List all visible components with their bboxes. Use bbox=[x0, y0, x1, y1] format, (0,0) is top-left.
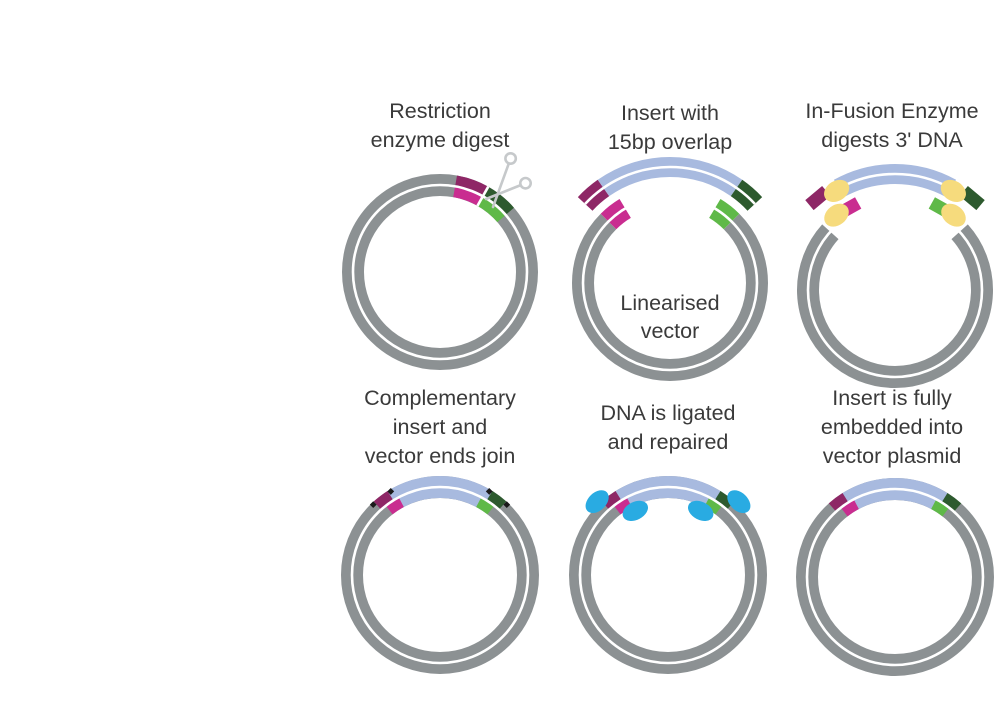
panel-insert-overlap-graphic bbox=[572, 157, 768, 381]
title-line: DNA is ligated bbox=[600, 401, 736, 425]
overlap-segment-light-green-inner bbox=[931, 499, 950, 517]
title-line: digests 3' DNA bbox=[821, 128, 963, 152]
title-line: 15bp overlap bbox=[607, 130, 733, 154]
title-line: vector plasmid bbox=[822, 444, 962, 468]
overlap-segment-dark-magenta-outer bbox=[373, 491, 394, 510]
infusion-enzyme-icon bbox=[940, 179, 966, 203]
title-line: Insert is fully bbox=[832, 386, 952, 410]
infusion-enzyme-icon bbox=[824, 179, 850, 203]
overlap-segment-magenta-inner bbox=[840, 499, 859, 517]
overlap-segment-light-green-inner bbox=[704, 497, 723, 515]
title-line: Restriction bbox=[389, 99, 491, 123]
ligase-icon bbox=[727, 490, 751, 514]
infusion-enzyme-icon bbox=[941, 203, 966, 227]
insert-strand-line bbox=[838, 172, 952, 190]
linearised-vector-arc bbox=[797, 224, 993, 388]
title-line: In-Fusion Enzyme bbox=[805, 99, 979, 123]
overlap-segment-dark-green-outer bbox=[486, 491, 507, 510]
ligase-icon bbox=[687, 500, 714, 521]
ligase-icon bbox=[622, 500, 649, 521]
nick-mark bbox=[369, 501, 377, 509]
linearised-vector-label: Linearised vector bbox=[595, 289, 745, 345]
panel-title-insert-overlap: Insert with 15bp overlap bbox=[559, 99, 781, 157]
panel-title-infusion-enzyme: In-Fusion Enzyme digests 3' DNA bbox=[779, 97, 1000, 155]
title-line: Complementary bbox=[364, 386, 516, 410]
nick-mark bbox=[485, 488, 493, 495]
strand-separation-line bbox=[350, 485, 530, 665]
nick-mark bbox=[503, 501, 511, 509]
strand-separation-line bbox=[578, 485, 758, 665]
ligase-icon bbox=[585, 490, 609, 514]
overlap-segment-dark-green-outer bbox=[941, 493, 962, 512]
insert-strand-line bbox=[584, 165, 756, 205]
panel-final-plasmid-graphic bbox=[796, 478, 994, 676]
overlap-segment-magenta-inner bbox=[613, 497, 632, 515]
title-line: vector ends join bbox=[364, 444, 516, 468]
scissors-handle bbox=[518, 176, 532, 190]
panel-ends-join-graphic bbox=[341, 476, 539, 674]
strand-separation-line bbox=[805, 487, 985, 667]
label-line: vector bbox=[640, 319, 700, 343]
title-line: enzyme digest bbox=[370, 128, 510, 152]
scissors-blade bbox=[491, 161, 511, 209]
title-line: and repaired bbox=[607, 430, 729, 454]
panel-title-ligation: DNA is ligated and repaired bbox=[557, 399, 779, 457]
cut-line bbox=[476, 186, 490, 207]
panel-title-final-plasmid: Insert is fully embedded into vector pla… bbox=[779, 384, 1000, 471]
overlap-segment-dark-magenta-outer bbox=[828, 493, 849, 512]
insert-end-dark-green bbox=[959, 186, 985, 211]
panel-title-restriction-digest: Restriction enzyme digest bbox=[329, 97, 551, 155]
panel-infusion-enzyme-graphic bbox=[797, 164, 993, 388]
panel-restriction-digest-graphic bbox=[342, 152, 538, 370]
scissors-handle bbox=[504, 152, 518, 166]
insert-end-dark-magenta bbox=[805, 186, 831, 211]
panel-title-ends-join: Complementary insert and vector ends joi… bbox=[329, 384, 551, 471]
panel-ligation-graphic bbox=[569, 476, 767, 674]
label-line: Linearised bbox=[620, 291, 720, 315]
overlap-segment-light-green-inner bbox=[476, 497, 495, 515]
strand-separation-line bbox=[581, 194, 759, 372]
nick-mark bbox=[387, 488, 395, 495]
scissors-blade bbox=[484, 183, 523, 201]
overlap-segment-magenta-inner bbox=[385, 497, 404, 515]
title-line: Insert with bbox=[621, 101, 719, 125]
title-line: insert and bbox=[392, 415, 488, 439]
scissors-icon bbox=[484, 152, 532, 209]
infusion-enzyme-icon bbox=[824, 203, 849, 227]
strand-separation-line bbox=[351, 183, 529, 361]
title-line: embedded into bbox=[820, 415, 964, 439]
strand-separation-line bbox=[806, 201, 984, 379]
